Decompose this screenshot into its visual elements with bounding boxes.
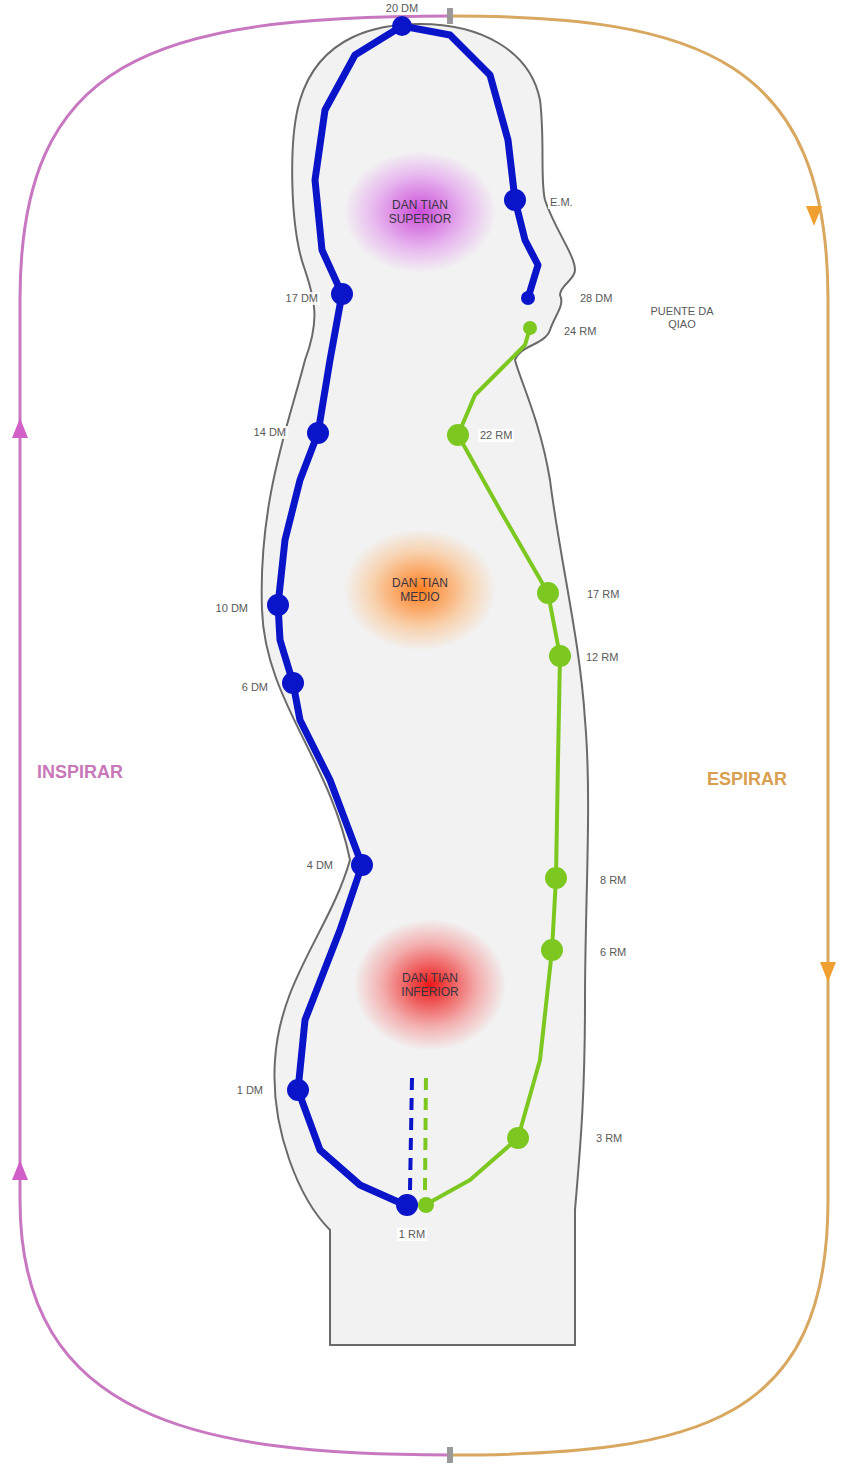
- breath-label: ESPIRAR: [705, 768, 789, 790]
- ren-mai-points: [418, 321, 571, 1213]
- du-mai-channel: [278, 26, 538, 1205]
- arrow-head: [820, 962, 836, 982]
- dan-tian-name: DAN TIAN SUPERIOR: [384, 198, 456, 226]
- dan-tian-name: DAN TIAN INFERIOR: [394, 971, 466, 999]
- point-label: 10 DM: [214, 602, 250, 615]
- point-label: 8 RM: [598, 874, 628, 887]
- breath-label: INSPIRAR: [35, 761, 125, 783]
- arrow-head: [12, 418, 28, 438]
- dan-tian-glow: DAN TIAN INFERIOR: [355, 920, 505, 1050]
- point-label: 17 DM: [284, 292, 320, 305]
- point-label: 14 DM: [252, 426, 288, 439]
- point-label: 22 RM: [478, 429, 514, 442]
- dan-tian-glow: DAN TIAN MEDIO: [345, 530, 495, 650]
- du-mai-dashed: [410, 1078, 412, 1190]
- point-label: 28 DM: [578, 292, 614, 305]
- point-label: 1 DM: [235, 1084, 265, 1097]
- loop-tick: [447, 1447, 453, 1463]
- point-label: 6 DM: [240, 681, 270, 694]
- point-label: 12 RM: [584, 651, 620, 664]
- point-label: 20 DM: [384, 2, 420, 15]
- loop-tick: [447, 8, 453, 24]
- point-label: 1 RM: [397, 1228, 427, 1241]
- point-label: 6 RM: [598, 946, 628, 959]
- body-outline: [262, 24, 588, 1345]
- point-label: 24 RM: [562, 325, 598, 338]
- dan-tian-name: DAN TIAN MEDIO: [384, 576, 456, 604]
- point-label: 4 DM: [305, 859, 335, 872]
- arrow-head: [12, 1160, 28, 1180]
- point-label: PUENTE DA QIAO: [648, 305, 716, 331]
- dan-tian-glow: DAN TIAN SUPERIOR: [345, 152, 495, 272]
- ren-mai-channel: [425, 328, 560, 1205]
- point-label: 3 RM: [594, 1132, 624, 1145]
- point-label: 17 RM: [585, 588, 621, 601]
- point-label: E.M.: [548, 196, 575, 209]
- du-mai-points: [267, 16, 535, 1216]
- ren-mai-dashed: [425, 1072, 426, 1190]
- arrow-head: [806, 206, 822, 226]
